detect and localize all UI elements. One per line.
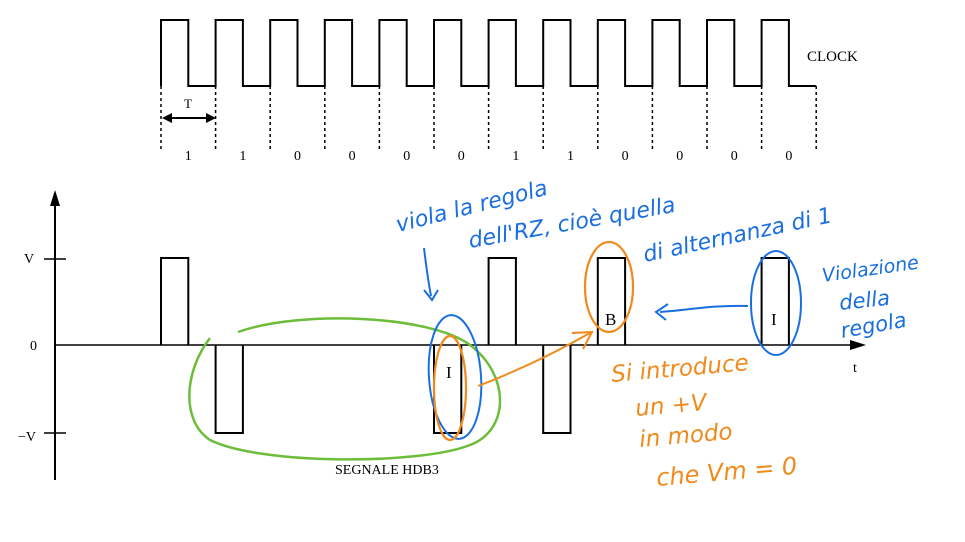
y-tick-minus-v: −V [18, 430, 36, 445]
hdb3-pulses [160, 257, 790, 434]
pulse-tag-balancing: B [605, 310, 616, 329]
blue-note-right: Violazione della regola [821, 252, 921, 343]
blue-violation-ellipse-2 [750, 250, 802, 356]
positive-pulse [160, 257, 190, 345]
blue-right-line-2: della [838, 286, 891, 315]
orange-violation-ellipse [432, 334, 468, 442]
bit-label: 1 [239, 149, 246, 164]
orange-note: Si introduce un +V in modo che Vm = 0 [610, 350, 798, 492]
orange-balancing-ellipse [583, 240, 635, 334]
x-axis-label: t [853, 361, 857, 376]
negative-pulse [214, 345, 244, 434]
period-marker [162, 113, 216, 123]
bit-label: 0 [731, 149, 738, 164]
blue-right-line-1: Violazione [821, 252, 921, 287]
positive-pulse [487, 257, 517, 345]
blue-left-arrow [654, 303, 749, 321]
bit-sequence: 1 1 0 0 0 0 1 1 0 0 0 0 [185, 149, 793, 164]
negative-pulse [542, 345, 572, 434]
bit-label: 0 [458, 149, 465, 164]
y-axis [44, 190, 66, 480]
orange-line-1: Si introduce [610, 350, 750, 388]
clock-label: CLOCK [807, 49, 858, 65]
orange-line-2: un +V [634, 390, 710, 422]
positive-pulse [760, 257, 790, 345]
bit-label: 1 [512, 149, 519, 164]
y-tick-zero: 0 [30, 339, 37, 354]
y-tick-v: V [24, 252, 34, 267]
blue-down-arrow [423, 247, 439, 302]
bit-label: 1 [185, 149, 192, 164]
orange-line-4: che Vm = 0 [655, 452, 798, 492]
clock-dashed-lines [160, 86, 817, 152]
bit-label: 0 [403, 149, 410, 164]
green-highlight-ellipse [188, 317, 502, 461]
pulse-tag-violation-2: I [771, 310, 777, 329]
bit-label: 0 [622, 149, 629, 164]
bit-label: 0 [676, 149, 683, 164]
clock-waveform [160, 19, 817, 152]
blue-violation-ellipse-1 [427, 314, 483, 440]
bit-label: 1 [567, 149, 574, 164]
orange-line-3: in modo [638, 419, 733, 453]
orange-arrow [477, 330, 594, 387]
pulse-tag-violation-1: I [446, 363, 452, 382]
bit-label: 0 [294, 149, 301, 164]
bit-label: 0 [785, 149, 792, 164]
signal-title: SEGNALE HDB3 [335, 463, 439, 478]
period-label: T [184, 96, 192, 111]
positive-pulse [596, 257, 627, 345]
bit-label: 0 [349, 149, 356, 164]
